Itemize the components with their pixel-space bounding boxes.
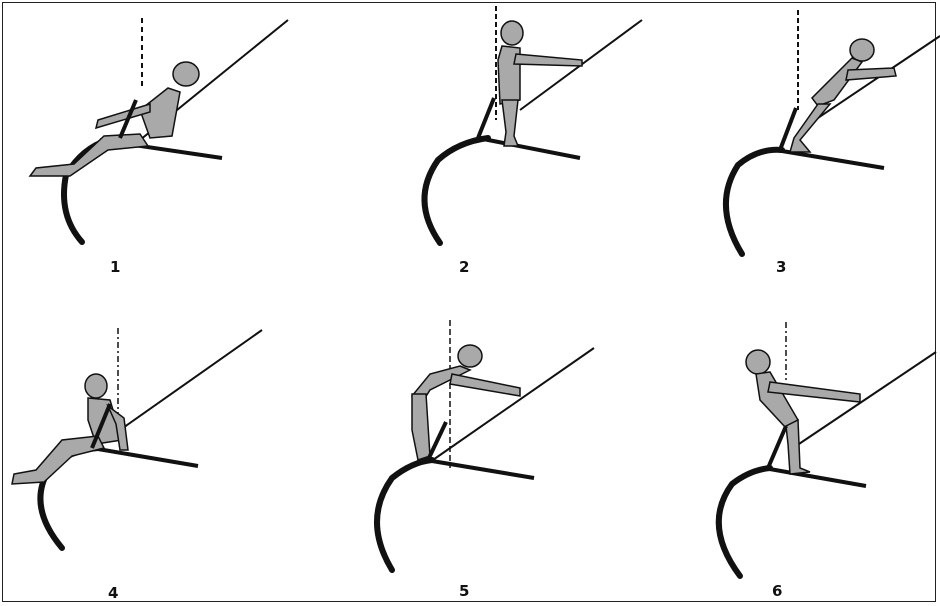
person-figure <box>790 39 896 152</box>
wheel-arc <box>726 150 782 254</box>
torso <box>756 372 798 428</box>
incline-line <box>430 348 594 462</box>
panel-4 <box>12 328 262 548</box>
transfer-board <box>478 138 580 158</box>
panel-label-5: 5 <box>459 582 469 600</box>
incline-line <box>790 352 936 450</box>
head <box>85 374 107 398</box>
head <box>173 62 199 86</box>
wheel-arc <box>424 138 488 243</box>
panel-5 <box>377 320 594 570</box>
panel-label-4: 4 <box>108 584 118 602</box>
panel-label-2: 2 <box>459 258 469 276</box>
panel-label-6: 6 <box>772 582 782 600</box>
seat-post <box>768 426 786 468</box>
head <box>850 39 874 61</box>
person-figure <box>498 21 582 146</box>
head <box>458 345 482 367</box>
torso <box>812 58 862 106</box>
head <box>746 350 770 374</box>
panel-2 <box>424 6 642 243</box>
person-figure <box>412 345 520 460</box>
leg <box>502 100 518 146</box>
panel-1 <box>30 18 288 242</box>
leg <box>786 420 810 474</box>
leg <box>12 436 104 484</box>
arm <box>450 374 520 396</box>
transfer-board <box>426 460 534 478</box>
head <box>501 21 523 45</box>
arm <box>846 68 896 80</box>
incline-line <box>120 330 262 430</box>
wheel-arc <box>377 460 432 570</box>
panel-label-1: 1 <box>110 258 120 276</box>
wheel-arc <box>64 175 82 242</box>
seat-post <box>478 98 494 138</box>
panel-6 <box>719 322 936 576</box>
leg <box>30 134 148 176</box>
panel-3 <box>726 10 940 254</box>
leg <box>412 394 430 460</box>
person-figure <box>746 350 860 474</box>
person-figure <box>12 374 128 484</box>
panel-label-3: 3 <box>776 258 786 276</box>
seat-post <box>428 422 446 460</box>
transfer-board <box>92 448 198 466</box>
wheel-arc <box>719 468 770 576</box>
person-figure <box>30 62 199 176</box>
arm <box>514 54 582 66</box>
transfer-board <box>764 468 866 486</box>
